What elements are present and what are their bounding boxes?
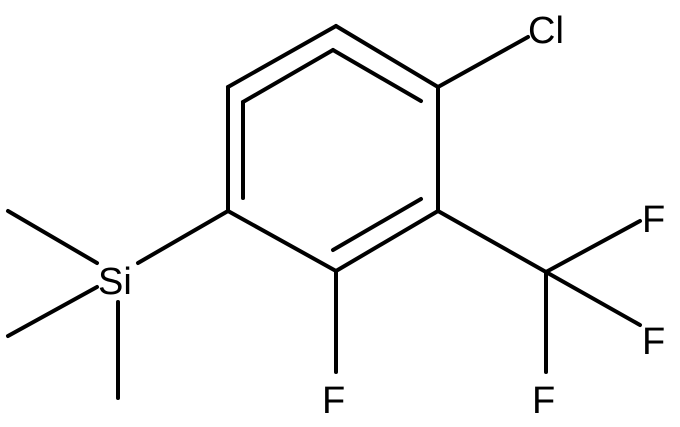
ring-bond-4: [334, 209, 440, 273]
atom-label-f-ring: F: [322, 380, 345, 422]
ring-bond-1: [226, 24, 338, 89]
bond-ring-cf3: [436, 209, 548, 274]
bonds: [6, 24, 642, 400]
ring-bond-2-inner: [331, 48, 423, 103]
atom-label-f-top: F: [642, 199, 665, 241]
atom-label-si: Si: [98, 261, 132, 303]
bond-c-f-mid: [544, 270, 642, 327]
atom-label-f-mid: F: [642, 321, 665, 363]
bond-si-methyl-upper: [6, 209, 99, 265]
ring-bond-1-inner: [241, 48, 335, 104]
bond-ring-cl: [436, 35, 530, 89]
bond-si-methyl-lower: [6, 285, 99, 338]
ring-bond-5: [226, 209, 338, 273]
atom-label-cl: Cl: [528, 10, 564, 52]
atom-label-f-bottom: F: [532, 380, 555, 422]
bond-c-f-top: [544, 219, 642, 274]
atom-labels: Cl Si F F F F: [98, 10, 665, 422]
ring-bond-2: [334, 24, 440, 89]
bond-ring-si: [136, 209, 230, 265]
ring-bond-4-inner: [331, 197, 423, 252]
